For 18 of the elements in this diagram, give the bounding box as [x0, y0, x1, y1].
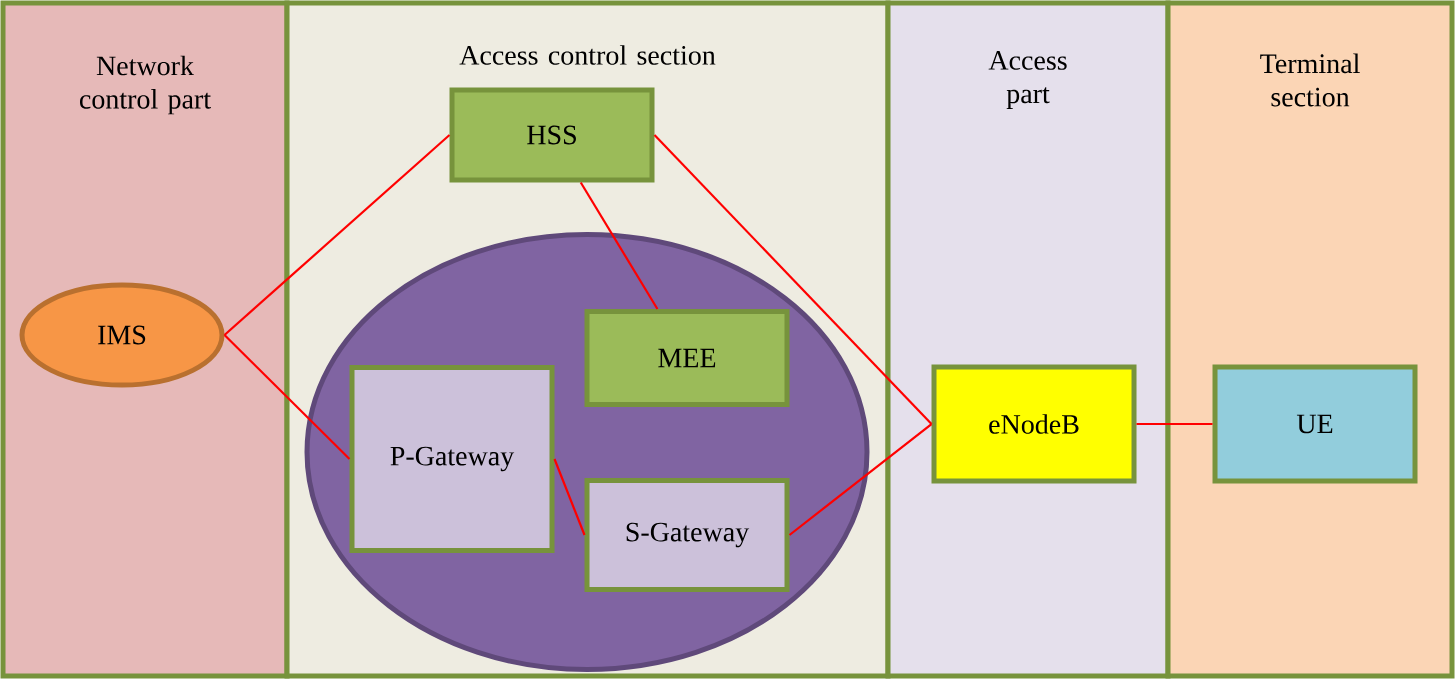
section-heading: Network control part — [80, 55, 211, 115]
connector-line — [223, 134, 451, 336]
process-box: P-Gateway — [349, 365, 555, 553]
ellipse-node: IMS — [19, 282, 225, 388]
connector-line — [223, 334, 351, 460]
connector-line — [579, 181, 659, 310]
section-heading: Access control section — [459, 45, 716, 65]
process-box: eNodeB — [931, 364, 1137, 484]
connector-line — [788, 423, 933, 536]
section-heading: Terminal section — [1260, 53, 1360, 107]
process-box: S-Gateway — [584, 478, 790, 592]
connector-line — [553, 458, 586, 536]
connector-line — [1136, 422, 1213, 426]
process-box: UE — [1212, 364, 1418, 484]
connector-line — [653, 134, 933, 425]
process-box: MEE — [584, 309, 790, 407]
section-heading: Access part — [988, 51, 1067, 109]
process-box: HSS — [449, 87, 655, 183]
